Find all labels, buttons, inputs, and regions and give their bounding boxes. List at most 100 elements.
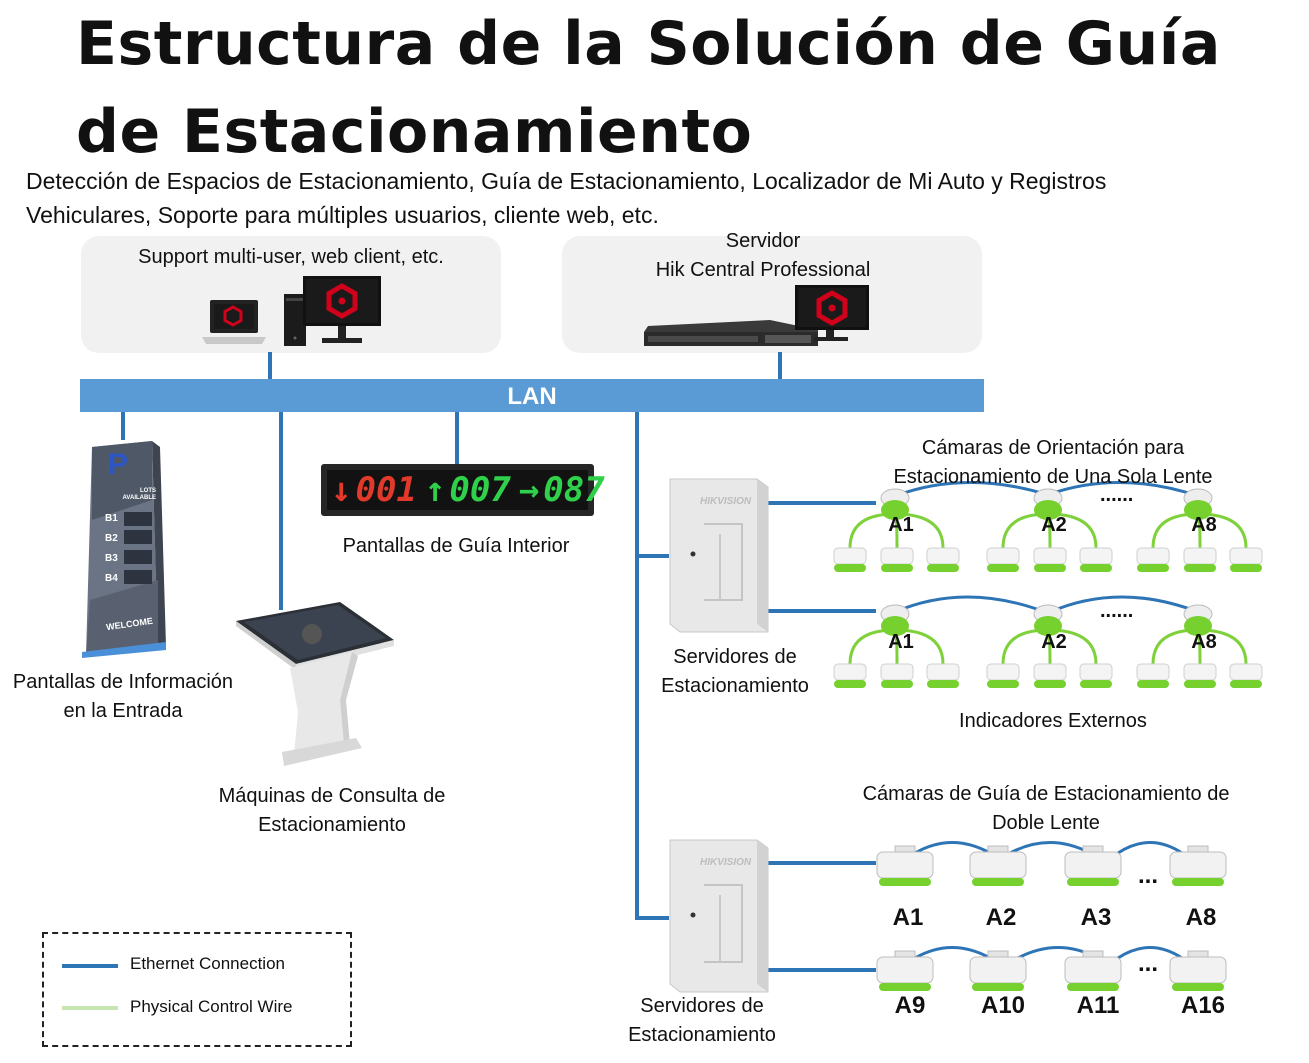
parking-server-2-label-1: Servidores de (640, 995, 764, 1017)
server1-branch-wire (635, 554, 669, 558)
external-indicator-icon (1136, 663, 1170, 681)
dual-lens-camera-light (1172, 983, 1224, 991)
external-indicator-icon (926, 663, 960, 681)
external-indicator-light (1137, 564, 1169, 572)
single-row2-ellipsis: ...... (1100, 600, 1134, 622)
single-lens-group (986, 604, 1113, 688)
single-lens-camera-icon (881, 500, 909, 520)
dual-lens-camera-light (879, 878, 931, 886)
dual-lens-camera-body (969, 956, 1027, 984)
external-indicator-light (1184, 680, 1216, 688)
server-lan-wire (778, 352, 782, 380)
entrance-sign-icon (82, 441, 166, 658)
dual-lens-camera-mount (987, 950, 1009, 958)
external-indicator-light (1230, 564, 1262, 572)
desktop-tower-icon (284, 294, 306, 346)
entrance-label-1: Pantallas de Información (12, 671, 234, 693)
client-monitor-icon (303, 276, 381, 343)
dual-lens-camera-body (1064, 851, 1122, 879)
external-indicator-icon (1033, 547, 1067, 565)
parking-server-2-label: Servidores de Estacionamiento (607, 992, 797, 1050)
single-lens-camera-groups (833, 488, 1263, 688)
external-indicator-light (987, 680, 1019, 688)
dual-lens-camera-icon (969, 845, 1027, 886)
single-row2-link-2 (1049, 595, 1199, 614)
external-indicator-light (1034, 680, 1066, 688)
external-indicator-icon (1229, 663, 1263, 681)
dual-lens-camera-icon (1169, 950, 1227, 991)
single-lens-label-2: Estacionamiento de Una Sola Lente (893, 466, 1213, 488)
dual-lens-label-2: Doble Lente (992, 812, 1100, 834)
external-indicator-light (1137, 680, 1169, 688)
single-lens-label: Cámaras de Orientación para Estacionamie… (860, 434, 1246, 492)
kiosk-wire (279, 412, 283, 610)
external-indicator-icon (1136, 547, 1170, 565)
entrance-label-2: en la Entrada (63, 700, 183, 722)
dual-row1-link-2 (1009, 841, 1091, 855)
external-indicator-icon (986, 663, 1020, 681)
cabinet-1-brand: HIKVISION (700, 496, 752, 507)
parking-server-1-label-2: Estacionamiento (661, 675, 809, 697)
server1-row1-wire (768, 501, 876, 505)
single-row1-camera-id: A8 (1191, 514, 1217, 536)
dual-lens-camera-icon (1169, 845, 1227, 886)
subtitle: Detección de Espacios de Estacionamiento… (26, 164, 1286, 232)
dual-row2-link-1 (914, 946, 991, 960)
dual-lens-camera-body (969, 851, 1027, 879)
dual-row2-link-3 (1117, 946, 1183, 960)
dual-lens-camera-mount (1082, 950, 1104, 958)
led-arrow-3: → (518, 470, 540, 510)
single-lens-camera-icon (1034, 500, 1062, 520)
dual-lens-camera-mount (894, 950, 916, 958)
dual-lens-camera-body (1064, 956, 1122, 984)
server-rack-icon (644, 320, 818, 346)
single-lens-camera-icon (881, 616, 909, 636)
subtitle-line-1: Detección de Espacios de Estacionamiento… (26, 168, 1107, 194)
single-row2-camera-id: A8 (1191, 631, 1217, 653)
dual-lens-camera-body (1169, 851, 1227, 879)
dual-row1-camera-id: A2 (985, 904, 1017, 931)
led-digits-3: 087 (543, 470, 605, 510)
dual-lens-camera-mount (1187, 845, 1209, 853)
dual-lens-camera-rows (876, 845, 1227, 991)
dual-lens-camera-icon (1064, 950, 1122, 991)
dual-row1-link-3 (1117, 841, 1183, 855)
single-lens-camera-icon (1184, 616, 1212, 636)
dual-row2-camera-id: A16 (1180, 992, 1226, 1019)
cabinet-2-brand: HIKVISION (700, 857, 752, 868)
kiosk-label-2: Estacionamiento (258, 814, 406, 836)
trunk-wire (635, 412, 639, 920)
parking-server-1-label-1: Servidores de (673, 646, 797, 668)
entrance-level-b2: B2 (105, 533, 118, 544)
dual-row2-ellipsis: ... (1138, 950, 1159, 977)
led-arrow-1: ↓ (331, 470, 352, 510)
external-indicator-icon (880, 547, 914, 565)
parking-server-2-label-2: Estacionamiento (628, 1024, 776, 1046)
external-indicator-light (881, 564, 913, 572)
page-title: Estructura de la Solución de Guía de Est… (76, 0, 1221, 176)
dual-lens-camera-light (879, 983, 931, 991)
server-panel-label-2: Hik Central Professional (655, 259, 871, 281)
client-panel-label: Support multi-user, web client, etc. (138, 246, 444, 268)
client-lan-wire (268, 352, 272, 380)
indoor-display-label: Pantallas de Guía Interior (342, 535, 570, 557)
single-row2-camera-id: A1 (888, 631, 914, 653)
legend-control-swatch (62, 1006, 118, 1010)
entrance-wire (121, 412, 125, 440)
single-row1-link-2 (1049, 480, 1199, 498)
external-indicator-light (1034, 564, 1066, 572)
subtitle-line-2: Vehiculares, Soporte para múltiples usua… (26, 202, 659, 228)
entrance-sign-header: LOTS AVAILABLE (122, 488, 156, 501)
external-indicator-light (1080, 564, 1112, 572)
dual-lens-camera-icon (969, 950, 1027, 991)
single-row1-ellipsis: ...... (1100, 484, 1134, 506)
dual-lens-camera-light (1067, 878, 1119, 886)
dual-row2-camera-id: A10 (980, 992, 1026, 1019)
dual-row1-ellipsis: ... (1138, 862, 1159, 889)
single-lens-group (1136, 604, 1263, 688)
server2-row2-wire (768, 968, 876, 972)
kiosk-label-1: Máquinas de Consulta de (218, 785, 446, 807)
external-indicator-light (834, 564, 866, 572)
